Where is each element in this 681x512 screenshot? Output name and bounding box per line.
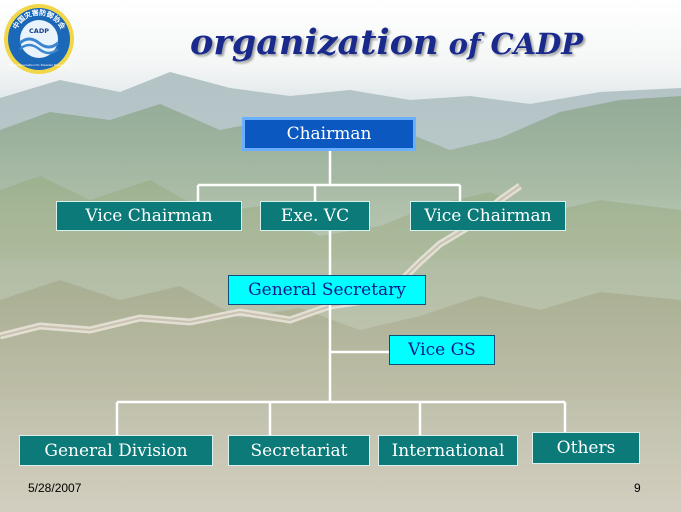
vice-chairman-right-box: Vice Chairman — [410, 201, 566, 231]
vice-chairman-left-box: Vice Chairman — [56, 201, 242, 231]
chairman-box: Chairman — [242, 117, 416, 151]
vice-gs-box: Vice GS — [389, 335, 495, 365]
page-number: 9 — [634, 481, 641, 495]
footer-date: 5/28/2007 — [28, 481, 82, 495]
page-title: organization of CADP — [190, 22, 583, 63]
others-box: Others — [532, 432, 640, 464]
international-box: International — [378, 435, 518, 466]
secretariat-box: Secretariat — [228, 435, 370, 466]
general-division-box: General Division — [19, 435, 213, 466]
general-secretary-box: General Secretary — [228, 275, 426, 305]
svg-text:China Association for Disaster: China Association for Disaster Preventio… — [8, 63, 70, 67]
cadp-logo: 中国灾害防御协会 CADP China Association for Disa… — [4, 4, 74, 74]
title-main: organization — [190, 22, 439, 63]
title-rest: of CADP — [438, 27, 584, 61]
exe-vc-box: Exe. VC — [260, 201, 370, 231]
svg-text:CADP: CADP — [29, 27, 49, 35]
